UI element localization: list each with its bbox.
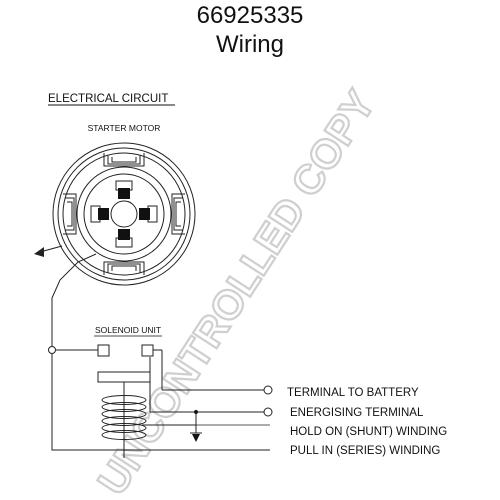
- section-title: ELECTRICAL CIRCUIT: [48, 93, 168, 105]
- solenoid-unit: [48, 344, 270, 458]
- hold-on-winding-label: HOLD ON (SHUNT) WINDING: [290, 426, 447, 438]
- solenoid-unit-label: SOLENOID UNIT: [95, 325, 161, 335]
- energising-terminal-label: ENERGISING TERMINAL: [290, 407, 424, 419]
- brushes: [98, 188, 150, 240]
- starter-motor: [51, 142, 196, 349]
- battery-terminal: [263, 385, 273, 395]
- starter-motor-label: STARTER MOTOR: [88, 123, 161, 133]
- pull-in-winding-label: PULL IN (SERIES) WINDING: [290, 445, 440, 457]
- ground-arrow-icon: [34, 245, 63, 257]
- part-number: 66925335: [196, 2, 304, 29]
- page-heading: Wiring: [215, 31, 284, 58]
- terminal-to-battery-label: TERMINAL TO BATTERY: [287, 387, 419, 399]
- energising-terminal: [263, 407, 273, 417]
